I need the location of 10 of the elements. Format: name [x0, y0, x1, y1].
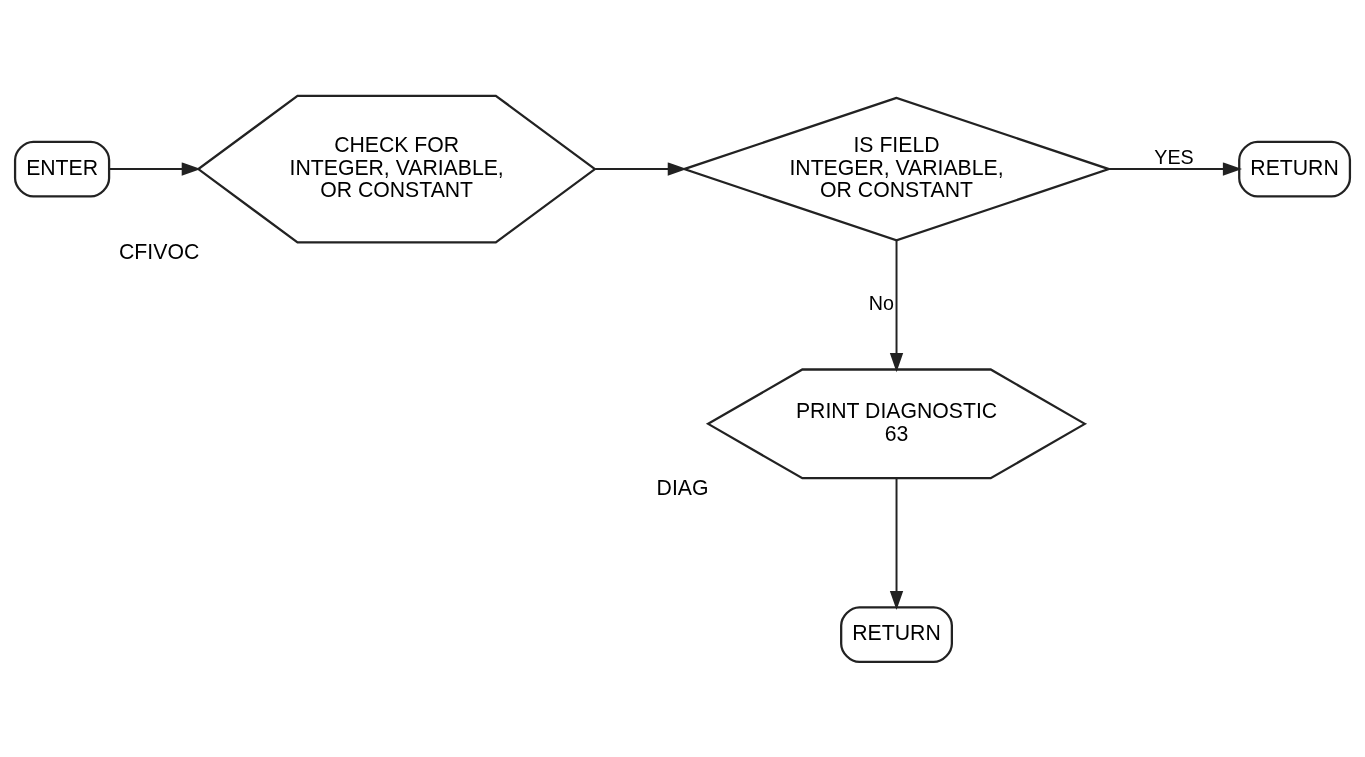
arrow	[889, 239, 904, 372]
node-box: RETURN	[1238, 140, 1352, 198]
arrow	[889, 476, 904, 610]
edge-label: YES	[1154, 145, 1194, 168]
node-box: RETURN	[840, 605, 953, 663]
node-box: ENTER	[13, 140, 111, 198]
arrow	[594, 161, 687, 176]
edge-label: No	[868, 291, 894, 314]
arrow	[108, 161, 201, 176]
arrow	[1107, 161, 1242, 176]
